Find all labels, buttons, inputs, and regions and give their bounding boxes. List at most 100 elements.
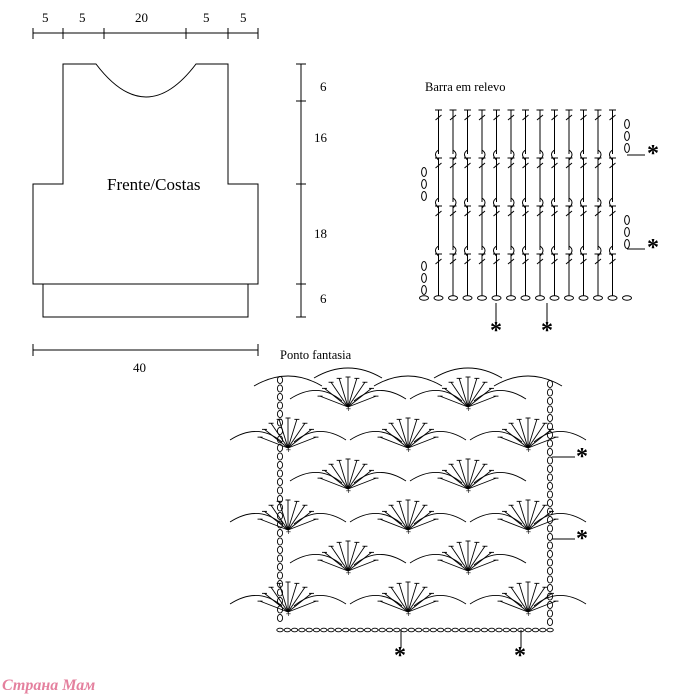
fan-stitch [467, 387, 492, 408]
stitch-slash [464, 210, 471, 217]
post-hook [597, 149, 602, 161]
stitch-slash [594, 114, 602, 121]
fan-stitch [407, 436, 437, 449]
stitch-slash [580, 258, 587, 265]
fan-stitch [398, 501, 409, 531]
stitch-slash [449, 210, 457, 217]
turning-chain [276, 469, 284, 478]
post-hook [580, 197, 584, 209]
fan-stitch [450, 545, 469, 572]
fan-stitch [518, 501, 529, 531]
fan-stitch [278, 419, 289, 449]
fan-stitch [390, 422, 409, 449]
fan-stitch [287, 436, 317, 449]
turning-chain [546, 430, 554, 440]
chain-stitch [622, 295, 632, 301]
fancy-chart-title: Ponto fantasia [280, 348, 352, 362]
chain-arc [533, 513, 587, 525]
fan-stitch [384, 510, 409, 531]
stitch-slash [580, 210, 587, 217]
chain-arc [473, 390, 527, 402]
chain-stitch [509, 627, 518, 633]
turning-chain [276, 460, 284, 470]
fan-stitch [259, 600, 289, 613]
post-hook [493, 245, 497, 257]
stitch-slash [449, 162, 457, 169]
rib-row-marker: * [647, 235, 659, 261]
post-hook [522, 149, 526, 161]
fan-stitch [527, 501, 538, 531]
fan-stitch [270, 586, 289, 613]
post-hook [452, 149, 457, 161]
single-crochet-mark: + [466, 487, 472, 495]
fan-stitch [527, 600, 557, 613]
turning-chain [276, 409, 284, 419]
fan-stitch [510, 504, 529, 531]
stitch-slash [522, 258, 529, 265]
turning-chain [421, 285, 427, 295]
turning-chain [624, 239, 630, 249]
fan-stitch [384, 428, 409, 449]
stitch-slash [551, 258, 558, 265]
turning-chain [546, 413, 554, 423]
fan-stitch [407, 428, 432, 449]
fan-stitch [270, 422, 289, 449]
chain-arc [413, 513, 467, 525]
fan-stitch [398, 583, 409, 613]
rib-stitch-chart [419, 109, 632, 301]
stitch-slash [507, 162, 515, 169]
fan-stitch [527, 422, 546, 449]
fan-stitch [278, 583, 289, 613]
stitch-slash [609, 258, 616, 265]
chain-arc [409, 554, 463, 566]
fancy-chart-markers [400, 456, 575, 648]
chain-arc [229, 595, 283, 607]
chain-stitch [466, 627, 474, 633]
fan-stitch [527, 586, 546, 613]
fan-stitch [458, 460, 469, 490]
fan-stitch [338, 542, 349, 572]
fan-stitch [467, 477, 497, 490]
scallop-edge [433, 367, 503, 379]
turning-chain [624, 227, 630, 237]
turning-chain [546, 379, 554, 389]
fan-stitch [338, 460, 349, 490]
scallop-edge [253, 375, 323, 387]
fan-stitch [379, 518, 409, 531]
width-label: 5 [42, 10, 49, 25]
post-hook [597, 245, 602, 257]
fan-stitch [499, 600, 529, 613]
chain-stitch [312, 627, 321, 633]
turning-chain [276, 486, 284, 495]
turning-chain [546, 456, 554, 465]
fan-stitch [287, 504, 306, 531]
stitch-slash [435, 258, 442, 265]
stitch-slash [565, 258, 573, 265]
stitch-slash [449, 114, 457, 121]
chain-stitch [276, 627, 284, 633]
chain-stitch [535, 295, 545, 301]
width-label: 20 [135, 10, 148, 25]
chain-stitch [363, 627, 372, 633]
fan-stitch [407, 422, 426, 449]
fan-stitch [527, 518, 557, 531]
single-crochet-mark: + [406, 610, 412, 618]
chain-stitch [462, 295, 473, 301]
chain-stitch [444, 627, 452, 633]
turning-chain [546, 439, 554, 448]
single-crochet-mark: + [466, 405, 472, 413]
fan-stitch [444, 387, 469, 408]
post-hook [609, 197, 613, 209]
fan-stitch [467, 545, 486, 572]
turning-chain [421, 167, 427, 177]
chain-stitch [520, 295, 531, 301]
fan-stitch [324, 551, 349, 572]
chain-stitch [422, 627, 430, 633]
chain-arc [409, 390, 463, 402]
chain-stitch [578, 295, 589, 301]
fan-stitch [527, 436, 557, 449]
stitch-slash [507, 114, 515, 121]
turning-chain [546, 583, 554, 593]
rib-chart-title: Barra em relevo [425, 80, 506, 94]
fan-stitch [347, 463, 366, 490]
